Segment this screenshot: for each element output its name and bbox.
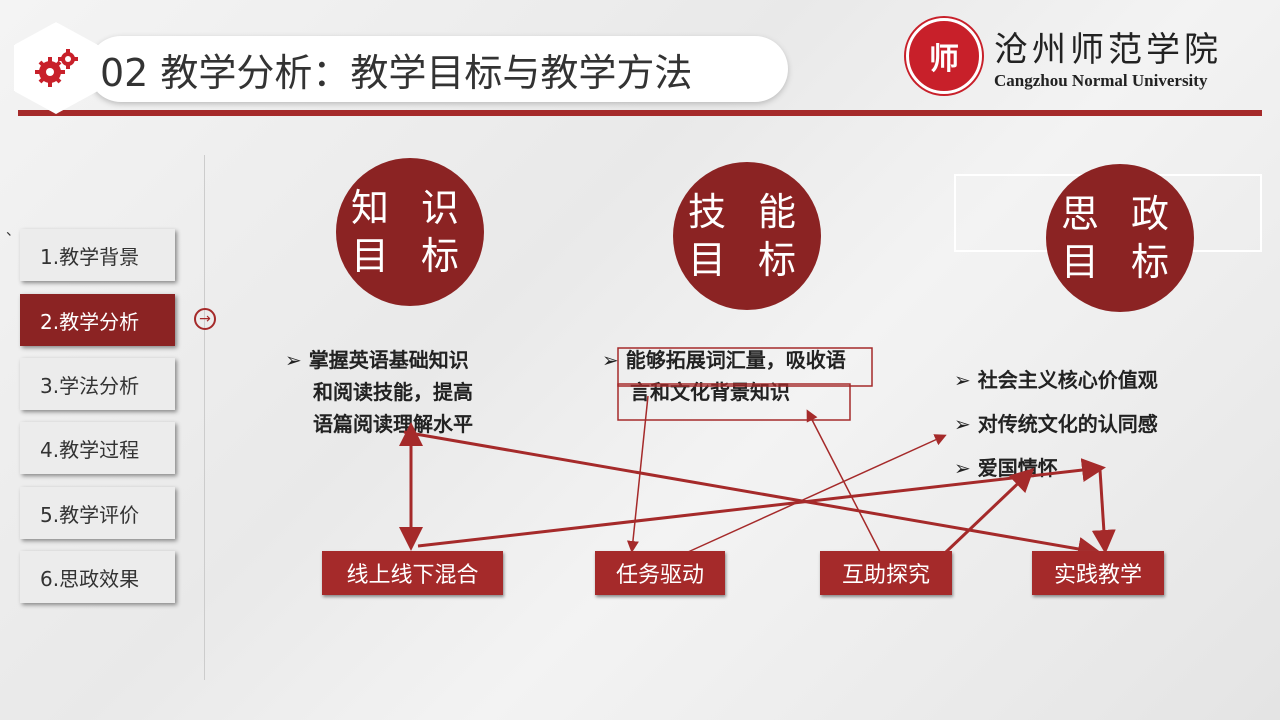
sidebar-item-ideology[interactable]: 6.思政效果 [20,551,175,603]
sidebar-divider [204,155,205,680]
skill-goal-list: ➢ 能够拓展词汇量，吸收语 言和文化背景知识 [602,348,846,404]
page-title-bar: 02 教学分析：教学目标与教学方法 [88,36,788,102]
page-title: 02 教学分析：教学目标与教学方法 [100,50,693,95]
header-divider [18,110,1262,116]
method-blended: 线上线下混合 [322,551,503,595]
stray-mark: 、 [6,223,20,239]
knowledge-goal-circle: 知 识目 标 [336,158,484,306]
method-task-driven: 任务驱动 [595,551,725,595]
highlight-box [617,383,851,421]
highlight-box [617,347,873,387]
sidebar-item-learning-methods[interactable]: 3.学法分析 [20,358,175,410]
ideology-goal-circle: 思 政目 标 [1046,164,1194,312]
logo-english-name: Cangzhou Normal University [994,70,1208,90]
university-seal: 师 [906,18,982,94]
sidebar-item-analysis[interactable]: 2.教学分析 [20,294,175,346]
arrow-right-icon: → [194,308,216,330]
ideology-goal-list: ➢ 社会主义核心价值观 ➢ 对传统文化的认同感 ➢ 爱国情怀 [954,368,1158,480]
gears-icon [35,49,78,87]
logo-chinese-name: 沧州师范学院 [994,29,1222,70]
method-practice: 实践教学 [1032,551,1164,595]
sidebar-item-process[interactable]: 4.教学过程 [20,422,175,474]
skill-goal-circle: 技 能目 标 [673,162,821,310]
method-cooperative-inquiry: 互助探究 [820,551,952,595]
knowledge-goal-list: ➢ 掌握英语基础知识 和阅读技能，提高 语篇阅读理解水平 [285,348,473,436]
sidebar-item-evaluation[interactable]: 5.教学评价 [20,487,175,539]
sidebar-item-background[interactable]: 1.教学背景 [20,229,175,281]
